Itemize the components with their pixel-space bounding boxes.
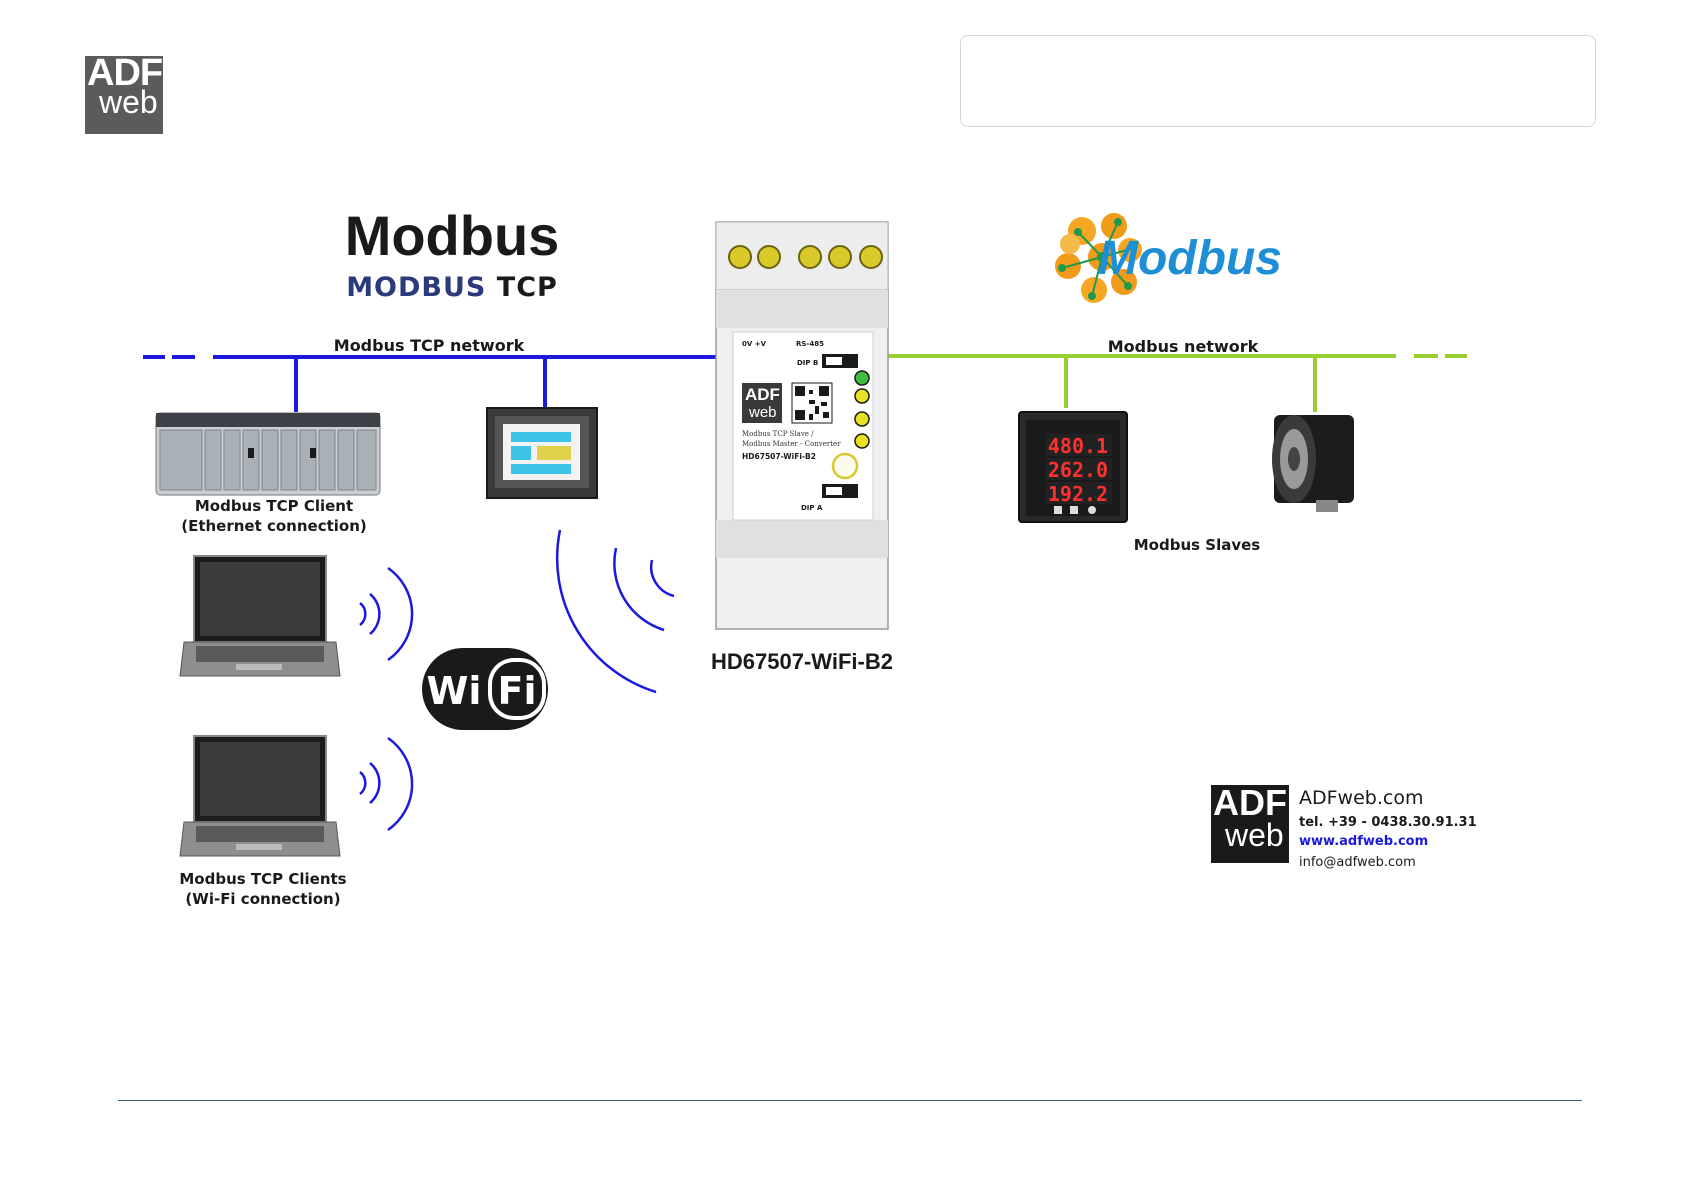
wifi-logo: Wi Fi (422, 648, 548, 730)
right-modbus-logo-title: Modbus (1098, 232, 1282, 285)
left-modbus-logo-title: Modbus (345, 204, 560, 267)
modbus-network-label: Modbus network (1108, 337, 1259, 356)
contact-tel: tel. +39 - 0438.30.91.31 (1299, 815, 1477, 830)
power-meter-value-3: 192.2 (1048, 482, 1108, 506)
converter-dip-a-label: DIP A (801, 504, 823, 512)
converter-rotary-switch (831, 452, 859, 480)
contact-website[interactable]: www.adfweb.com (1299, 834, 1428, 849)
laptop-icon-2 (179, 735, 341, 857)
converter-wireless-icon (555, 529, 675, 694)
wireless-signal-icon-2 (359, 736, 414, 832)
converter-terminal-screws (728, 245, 883, 269)
laptop-icon-1 (179, 555, 341, 677)
power-meter: 480.1 262.0 192.2 (1018, 411, 1128, 523)
converter-port-a-label: RS-485 (796, 340, 824, 348)
modbus-tcp-network-label: Modbus TCP network (334, 336, 525, 355)
svg-text:ADF: ADF (745, 385, 780, 404)
adfweb-logo-bottom: web (99, 84, 158, 120)
contact-company: ADFweb.com (1299, 787, 1423, 809)
power-meter-value-1: 480.1 (1048, 434, 1108, 458)
right-modbus-logo: Modbus (1055, 213, 1282, 303)
converter-dip-b-label: DIP B (797, 359, 818, 367)
converter-name: HD67507-WiFi-B2 (711, 649, 893, 674)
converter-panel-model: HD67507-WiFi-B2 (742, 452, 816, 461)
contact-email[interactable]: info@adfweb.com (1299, 855, 1416, 870)
plc-label-line2: (Ethernet connection) (181, 517, 367, 535)
wireless-signal-icon-1 (359, 566, 414, 662)
modbus-slaves-label: Modbus Slaves (1134, 536, 1261, 554)
left-modbus-tcp-logo-b: TCP (486, 272, 557, 303)
wifi-logo-text-a: Wi (427, 669, 482, 713)
adfweb-logo-top: ADF (87, 56, 163, 94)
left-modbus-tcp-logo-a: MODBUS (346, 272, 486, 303)
converter-port-b-label: 0V +V (742, 340, 767, 348)
modbus-network-line (888, 354, 1467, 412)
power-meter-value-2: 262.0 (1048, 458, 1108, 482)
plc-label-line1: Modbus TCP Client (195, 497, 353, 515)
svg-text:web: web (748, 404, 777, 421)
converter-device: 0V +V RS-485 DIP B ADF web Mod (715, 221, 889, 630)
contact-logo-bottom: web (1224, 817, 1284, 853)
converter-leds (854, 370, 870, 449)
wifi-clients-label-line1: Modbus TCP Clients (179, 870, 346, 888)
wifi-clients-label-line2: (Wi-Fi connection) (185, 890, 340, 908)
converter-qr-code (791, 382, 833, 424)
encoder (1272, 415, 1354, 512)
left-modbus-tcp-logo: MODBUS TCP (346, 272, 558, 303)
contact-logo-top: ADF (1213, 782, 1287, 823)
plc-rack (155, 412, 381, 496)
modbus-flower-icon (1055, 213, 1142, 303)
converter-panel-text-1: Modbus TCP Slave / (742, 430, 814, 438)
contact-adfweb-logo (1211, 785, 1289, 863)
modbus-tcp-network-line (143, 355, 716, 412)
converter-panel-text-2: Modbus Master - Converter (742, 440, 841, 448)
hmi-panel (486, 407, 598, 499)
footer-divider (118, 1100, 1582, 1101)
header-info-box (960, 35, 1596, 127)
adfweb-logo: ADF web (85, 56, 163, 134)
wifi-logo-text-b: Fi (498, 669, 537, 713)
